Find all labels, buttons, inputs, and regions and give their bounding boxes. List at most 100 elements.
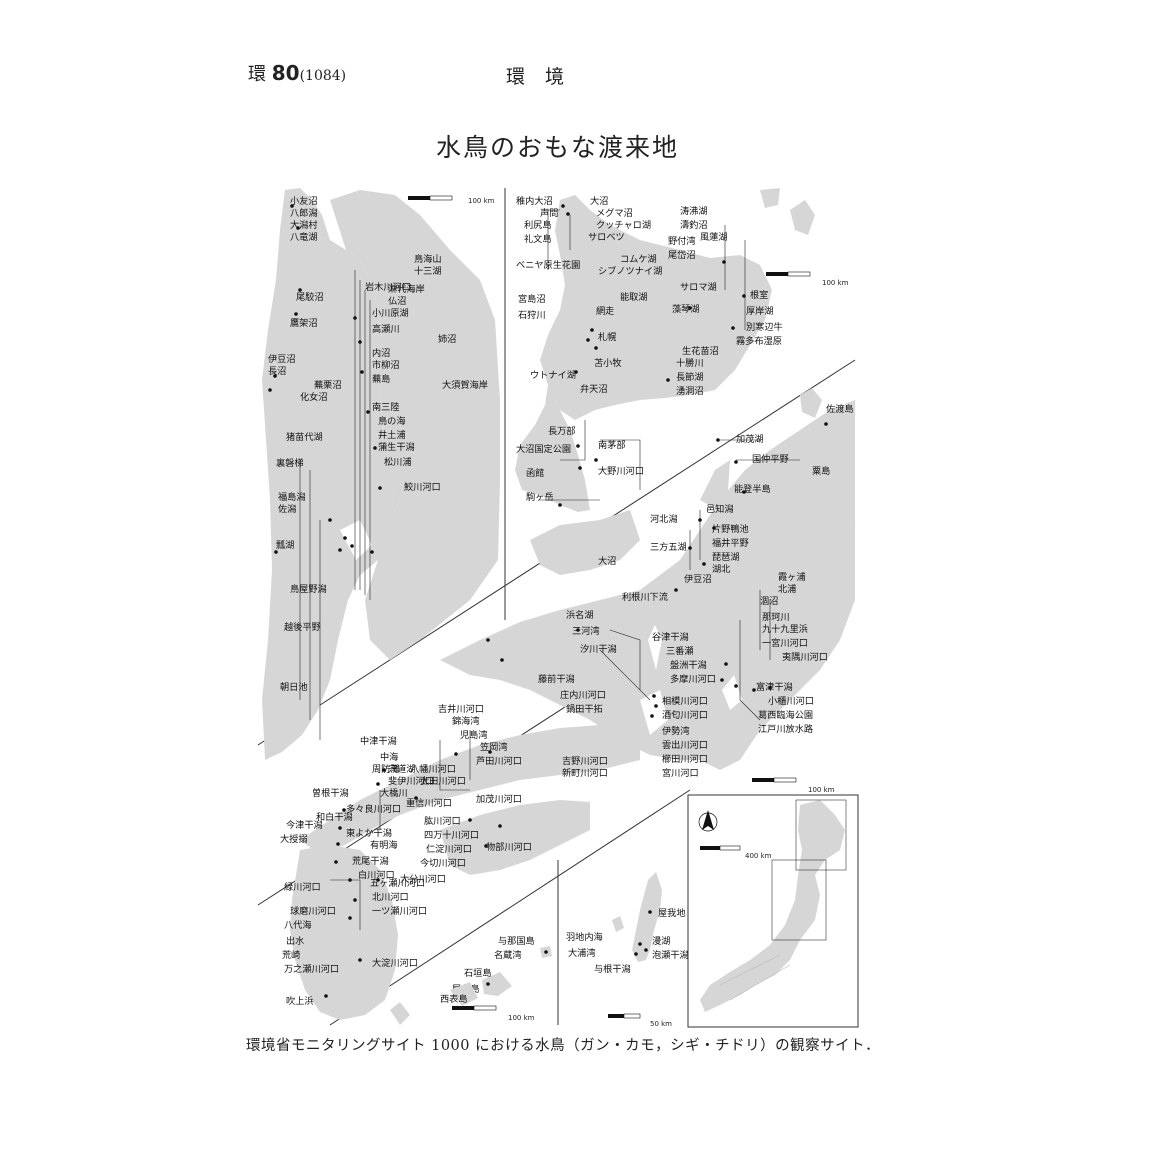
site-label: 那珂川 [762,612,790,623]
site-dot [376,782,380,786]
site-dot [290,204,294,208]
site-dot [370,550,374,554]
site-dot [702,562,706,566]
site-dot [486,982,490,986]
site-label: サロマ湖 [680,282,717,293]
site-label: 姉沼 [438,333,456,345]
tohoku-landmass [262,188,395,760]
scale-label-kyushu: 100 km [508,1014,535,1022]
site-label: 加茂川河口 [476,793,522,805]
site-dot [594,346,598,350]
scale-bar-okinawa: 50 km [608,1013,672,1028]
site-dot [338,826,342,830]
site-label: 吉井川河口 [438,703,484,715]
site-dot [373,446,377,450]
site-label: 駒ヶ岳 [526,491,554,503]
site-label: 大潟村 [290,219,318,231]
site-label: 風蓮湖 [700,231,728,243]
site-label: 雲出川河口 [662,739,708,751]
panel-hokkaido: 100 km 稚内大沼 大沼 声問 メグマ沼 サロベツ [515,188,849,575]
site-label: 今切川河口 [420,857,466,869]
noto-peninsula [700,460,730,510]
site-label: 八竜湖 [290,231,318,243]
site-label: 南三陸 [372,401,400,413]
site-label: 多摩川河口 [670,673,716,685]
site-label: 根室 [750,289,768,301]
site-label: 小櫃川河口 [768,695,814,707]
site-label: 淋代海岸 [388,283,425,295]
site-label: 礼文島 [524,233,552,245]
site-label: 一宮川河口 [762,637,808,649]
site-dot [468,818,472,822]
lake-biwa [648,625,662,670]
site-dot [298,288,302,292]
site-label: 石垣島 [464,967,492,979]
site-label: 大沼国定公園 [516,443,571,455]
site-label: 球磨川河口 [290,905,336,917]
site-label: 尾駮沼 [296,291,324,303]
site-dot [734,684,738,688]
kanto-labels: 佐渡島 加茂湖 国仲平野 粟島 能登半島 邑知潟 河北潟 片野鴨池 福井平野 三… [538,403,854,779]
scale-label-hokkaido: 100 km [822,279,849,287]
okinawa-islet [612,916,624,932]
site-label: 長節湖 [676,371,704,383]
site-label: 小川原湖 [372,308,409,319]
kyushu-site-dots [324,750,502,998]
site-label: 相模川河口 [662,695,708,707]
site-label: 霞ヶ浦 [778,571,806,583]
okinawa-labels: 漫湖 泡瀬干潟 与根干潟 屋我地 羽地内海 大浦湾 石垣島 名蔵湾 西表島 与那… [440,907,689,1005]
site-label: 周防灘 [372,763,400,775]
site-dot [634,952,638,956]
site-label: 福井平野 [712,537,749,549]
site-label: 濤釣沼 [680,219,708,231]
site-label: 市柳沼 [372,359,400,371]
site-label: 加茂湖 [736,433,764,445]
site-label: 片野鴨池 [712,523,749,535]
site-dot [566,212,570,216]
site-dot [742,294,746,298]
site-dot [358,340,362,344]
scale-bar-index: 400 km [700,845,772,860]
site-dot [716,438,720,442]
site-label: 苫小牧 [594,357,622,369]
kanto-leaders-east [739,590,771,721]
kyushu-landmass [290,845,398,1020]
site-label: 利根川下流 [622,591,668,603]
site-label: 仁淀川河口 [426,843,472,855]
scale-bar-tohoku: 100 km [408,195,495,205]
site-label: 三河湾 [572,625,600,637]
site-dot [296,226,300,230]
site-label: 与那国島 [498,935,535,947]
site-label: 稚内大沼 [516,195,553,207]
site-label: 三番瀬 [666,645,694,657]
index-map: 400 km [698,799,847,1012]
index-box-tohoku [771,859,827,941]
kyushu-leaders [330,730,471,930]
site-label: 物部川河口 [486,841,532,853]
site-label: 東よか干潟 [346,827,392,839]
site-label: 裏磐梯 [276,457,304,469]
tohoku-east-land [330,190,500,660]
site-label: 藻琴湖 [672,303,700,315]
site-label: 南茅部 [598,439,626,451]
site-label: 十三湖 [414,265,442,277]
site-label: 屋我地 [658,907,686,919]
site-label: 葛西臨海公園 [758,709,813,721]
site-dot [348,878,352,882]
kanto-site-dots [486,422,828,718]
site-dot [268,388,272,392]
okinawa-site-dots [486,910,652,986]
panel-okinawa: 50 km 漫湖 泡瀬干潟 与根干潟 屋我地 羽地内海 大浦湾 石垣島 名蔵湾 … [440,872,689,1028]
site-label: ウトナイ湖 [530,370,576,381]
iriomote-island [450,982,478,1006]
site-dot [484,844,488,848]
site-label: 有明海 [370,839,398,851]
figure-title: 水鳥のおもな渡来地 [435,133,679,162]
site-label: 汐川干潟 [580,643,617,655]
site-label: 北浦 [778,583,796,595]
site-label: 万之瀬川河口 [284,963,339,975]
site-label: 斐伊川河口 [388,775,434,787]
hokkaido-landmass [540,195,772,420]
site-label: 能登半島 [734,483,771,495]
site-label: クッチャロ湖 [596,220,651,231]
